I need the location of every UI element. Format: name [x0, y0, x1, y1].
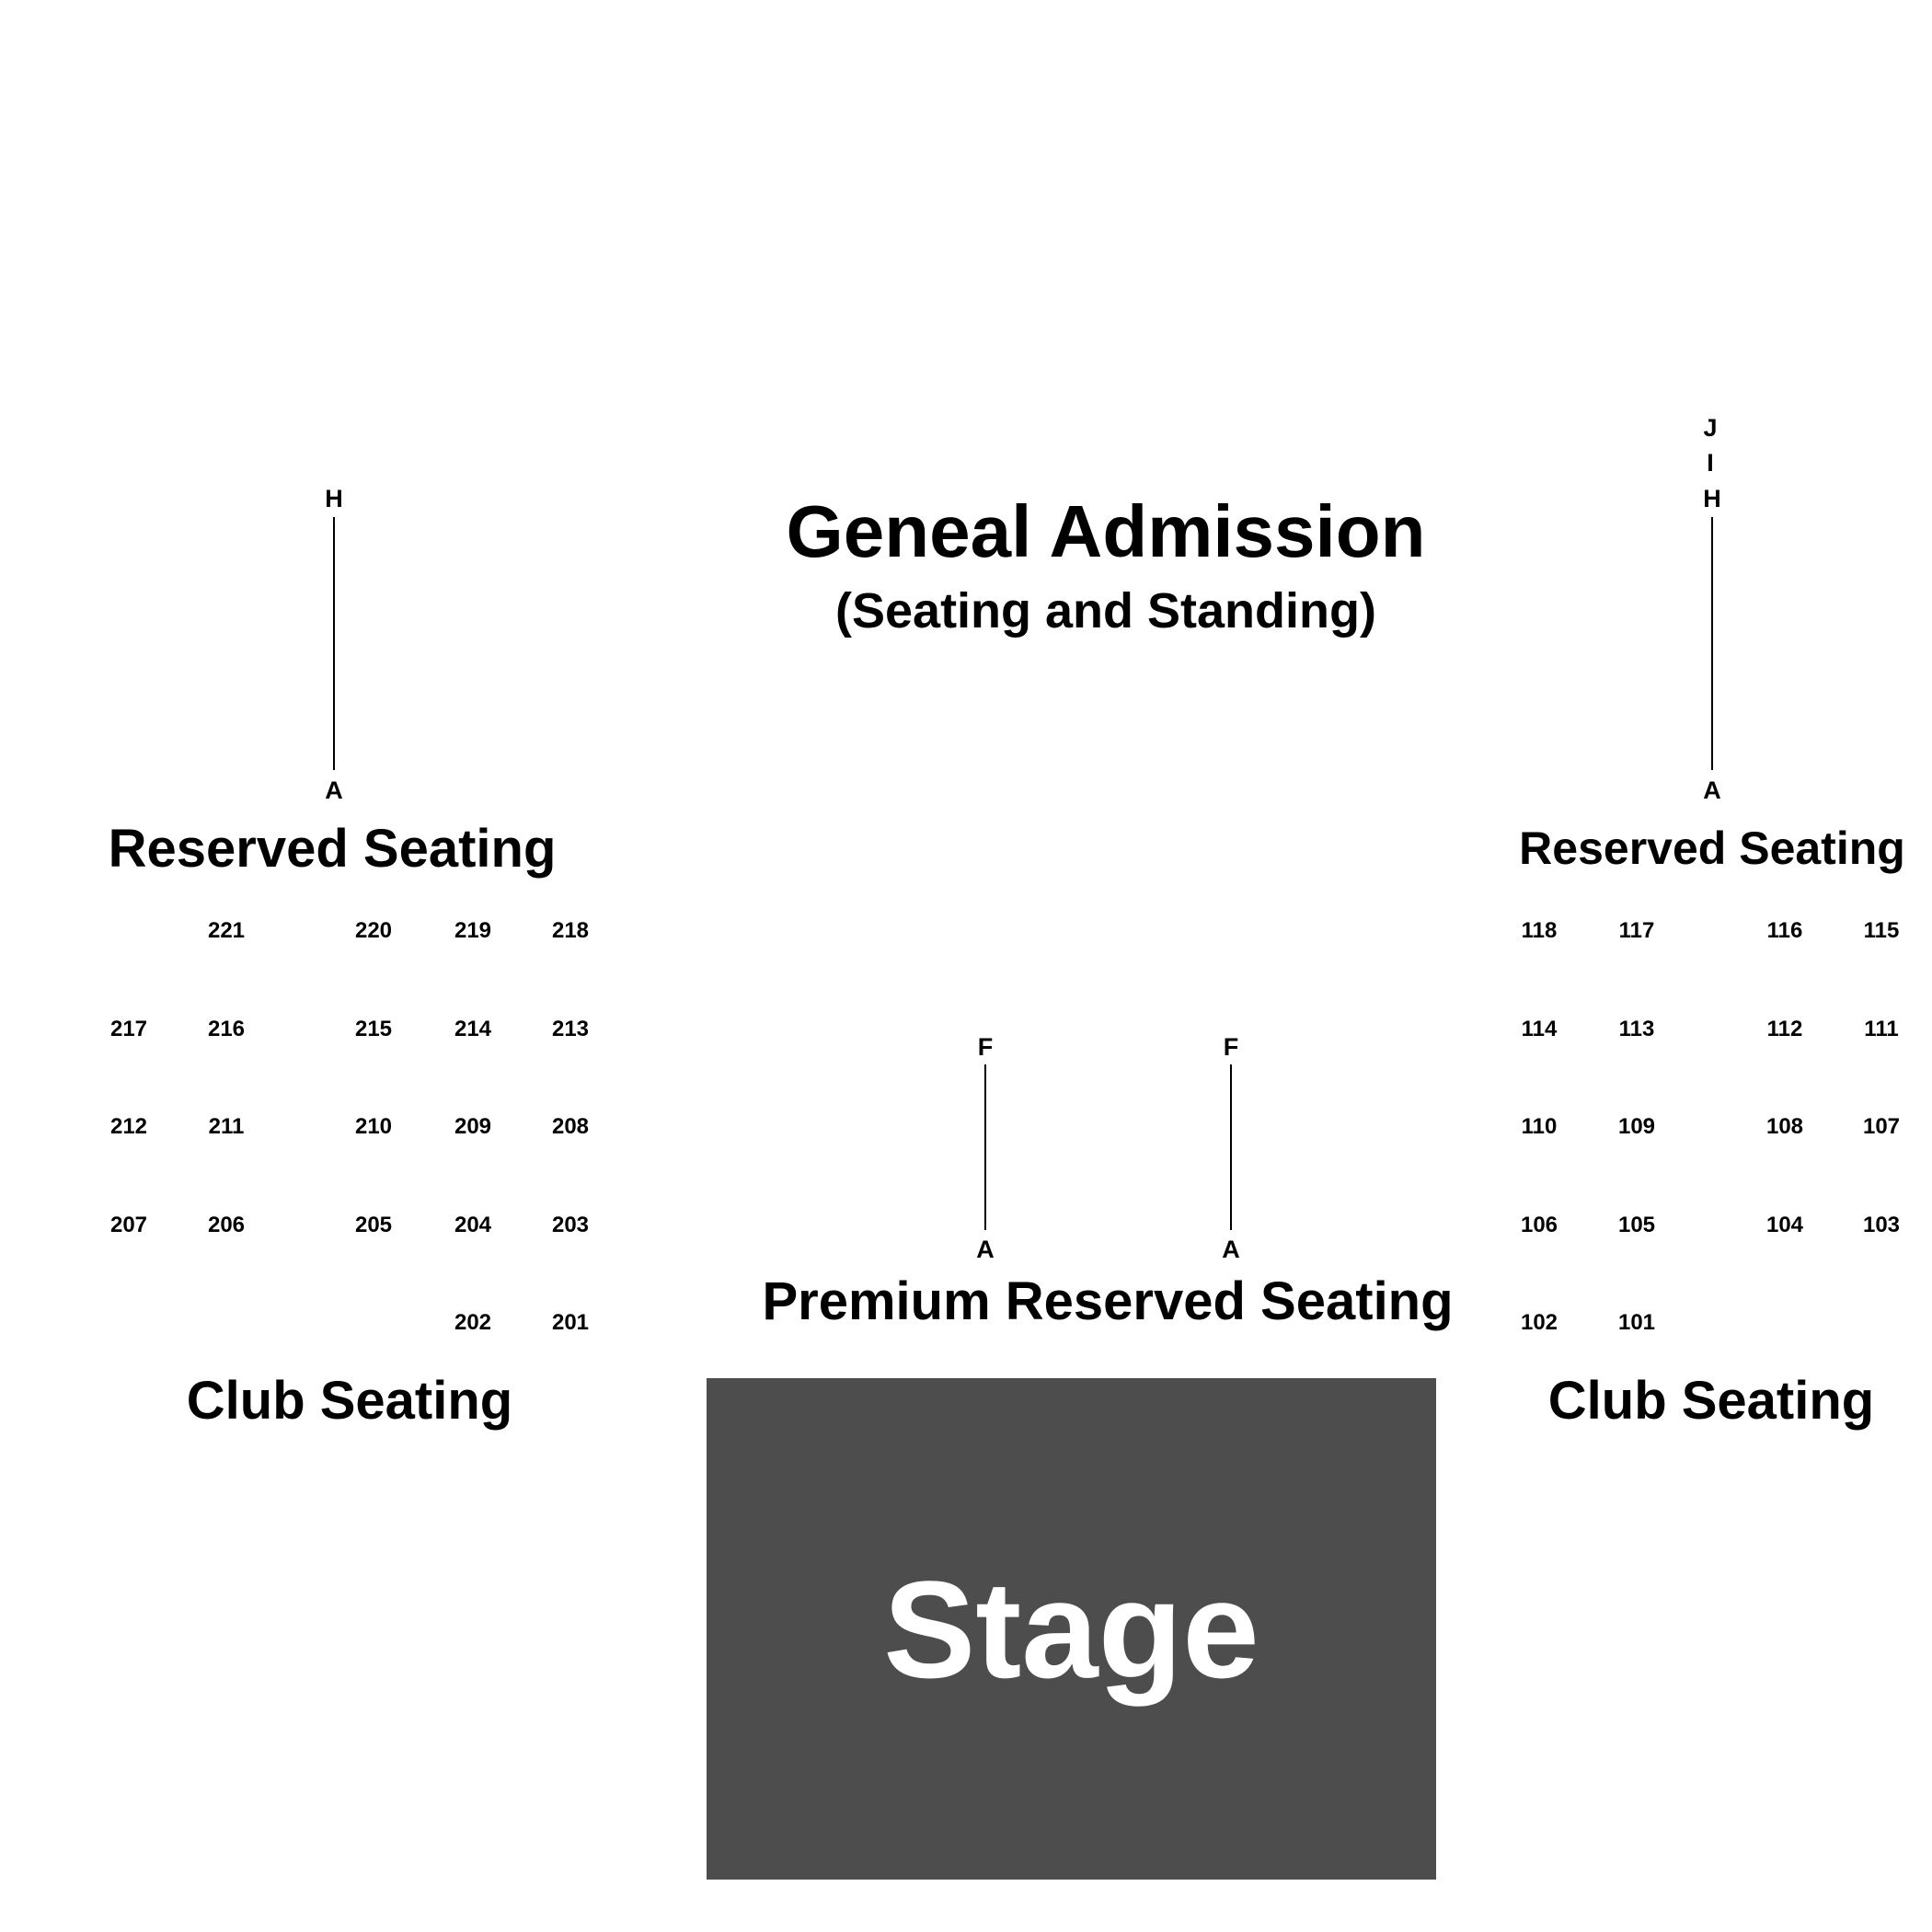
box-110[interactable]: 110	[1521, 1114, 1558, 1139]
left-row-line	[333, 517, 335, 770]
box-206[interactable]: 206	[207, 1213, 246, 1237]
box-214[interactable]: 214	[454, 1017, 492, 1041]
premium-left-aisle-line	[984, 1064, 986, 1230]
box-221[interactable]: 221	[207, 918, 246, 943]
box-207[interactable]: 207	[109, 1213, 148, 1237]
general-admission-subtitle: (Seating and Standing)	[835, 583, 1376, 638]
box-219[interactable]: 219	[454, 918, 492, 943]
premium-right-row-label-a: A	[1222, 1236, 1240, 1263]
box-117[interactable]: 117	[1618, 918, 1655, 943]
box-205[interactable]: 205	[354, 1213, 393, 1237]
box-218[interactable]: 218	[551, 918, 590, 943]
premium-right-row-label-f: F	[1223, 1033, 1239, 1061]
box-216[interactable]: 216	[207, 1017, 246, 1041]
box-217[interactable]: 217	[109, 1017, 148, 1041]
premium-left-row-label-a: A	[976, 1236, 995, 1263]
box-116[interactable]: 116	[1766, 918, 1803, 943]
box-115[interactable]: 115	[1863, 918, 1900, 943]
right-reserved-seating-title[interactable]: Reserved Seating	[1519, 822, 1905, 874]
left-row-label-a: A	[325, 776, 343, 804]
box-213[interactable]: 213	[551, 1017, 590, 1041]
box-102[interactable]: 102	[1520, 1310, 1558, 1335]
premium-left-row-label-f: F	[977, 1033, 994, 1061]
box-105[interactable]: 105	[1617, 1213, 1656, 1237]
box-211[interactable]: 211	[208, 1114, 245, 1139]
box-215[interactable]: 215	[354, 1017, 393, 1041]
box-118[interactable]: 118	[1521, 918, 1558, 943]
box-212[interactable]: 212	[109, 1114, 148, 1139]
box-210[interactable]: 210	[354, 1114, 393, 1139]
box-109[interactable]: 109	[1617, 1114, 1656, 1139]
right-row-label-a: A	[1703, 776, 1721, 804]
premium-reserved-seating-title[interactable]: Premium Reserved Seating	[762, 1271, 1454, 1331]
box-114[interactable]: 114	[1521, 1017, 1558, 1041]
box-208[interactable]: 208	[551, 1114, 590, 1139]
box-101[interactable]: 101	[1617, 1310, 1656, 1335]
general-admission-title[interactable]: Geneal Admission	[786, 490, 1426, 572]
box-103[interactable]: 103	[1862, 1213, 1901, 1237]
box-108[interactable]: 108	[1765, 1114, 1804, 1139]
box-112[interactable]: 112	[1766, 1017, 1803, 1041]
box-209[interactable]: 209	[454, 1114, 492, 1139]
stage-label: Stage	[883, 1551, 1259, 1707]
left-reserved-seating-title[interactable]: Reserved Seating	[108, 819, 557, 879]
left-row-label-h: H	[325, 485, 343, 512]
premium-right-aisle-line	[1230, 1064, 1232, 1230]
box-202[interactable]: 202	[454, 1310, 492, 1335]
left-club-seating-title[interactable]: Club Seating	[186, 1371, 513, 1431]
right-row-label-i: I	[1707, 449, 1714, 477]
stage[interactable]: Stage	[707, 1378, 1436, 1880]
right-row-label-j: J	[1703, 414, 1718, 442]
box-104[interactable]: 104	[1765, 1213, 1804, 1237]
box-220[interactable]: 220	[354, 918, 393, 943]
right-row-line	[1711, 517, 1713, 770]
box-106[interactable]: 106	[1520, 1213, 1558, 1237]
box-203[interactable]: 203	[551, 1213, 590, 1237]
box-201[interactable]: 201	[551, 1310, 590, 1335]
right-row-label-h: H	[1703, 485, 1721, 512]
box-113[interactable]: 113	[1618, 1017, 1655, 1041]
box-111[interactable]: 111	[1864, 1017, 1899, 1041]
right-club-seating-title[interactable]: Club Seating	[1547, 1371, 1875, 1431]
box-204[interactable]: 204	[454, 1213, 492, 1237]
box-107[interactable]: 107	[1862, 1114, 1901, 1139]
